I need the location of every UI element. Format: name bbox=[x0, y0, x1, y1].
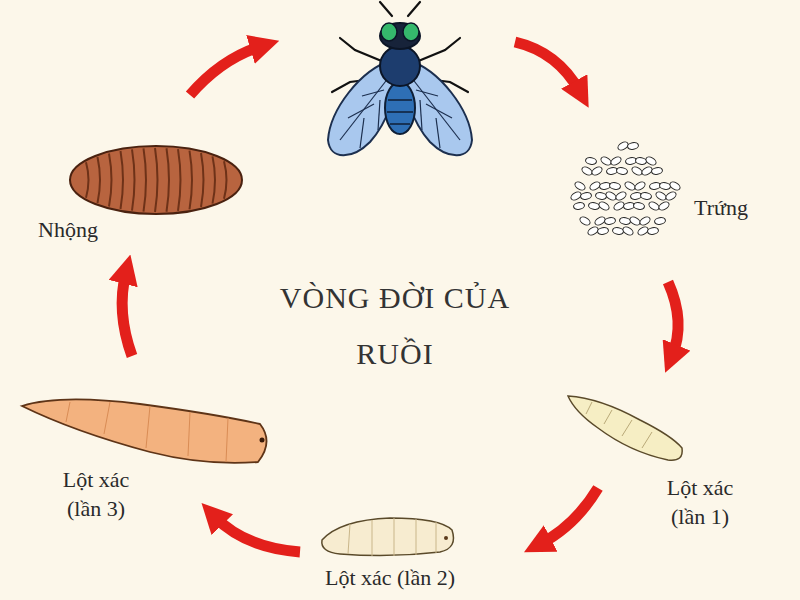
pupa-segment bbox=[213, 156, 216, 203]
pupa-segment bbox=[109, 154, 112, 207]
egg bbox=[619, 217, 631, 225]
egg bbox=[604, 217, 616, 225]
pupa-illustration bbox=[70, 146, 242, 214]
egg bbox=[585, 157, 597, 165]
egg bbox=[631, 165, 644, 176]
egg bbox=[595, 192, 607, 200]
pupa-segment bbox=[155, 148, 158, 212]
egg bbox=[633, 202, 645, 210]
pupa-segment bbox=[121, 151, 124, 209]
stage-label: Trứng bbox=[676, 194, 766, 223]
egg bbox=[580, 192, 592, 200]
egg bbox=[639, 215, 652, 226]
egg bbox=[612, 227, 624, 235]
pupa-segment bbox=[167, 148, 170, 211]
egg bbox=[615, 190, 628, 201]
egg bbox=[665, 190, 678, 201]
egg bbox=[609, 182, 621, 190]
egg bbox=[624, 180, 637, 191]
cycle-arrows bbox=[122, 42, 678, 552]
eggs-illustration bbox=[570, 140, 682, 236]
egg bbox=[647, 227, 659, 235]
cycle-arrow bbox=[214, 516, 300, 552]
stage-label: Lột xác (lần 2) bbox=[320, 564, 460, 593]
egg bbox=[598, 200, 611, 211]
pupa-segment bbox=[86, 162, 89, 198]
egg bbox=[635, 157, 647, 165]
egg bbox=[579, 215, 592, 226]
egg bbox=[581, 165, 594, 176]
larva-small bbox=[568, 396, 682, 460]
fly-illustration bbox=[328, 2, 472, 155]
cycle-arrow bbox=[515, 42, 580, 92]
egg bbox=[645, 155, 658, 166]
egg bbox=[616, 167, 628, 175]
egg bbox=[648, 200, 661, 211]
pupa-segment bbox=[132, 149, 135, 210]
egg bbox=[651, 167, 663, 175]
egg bbox=[658, 200, 671, 211]
stage-label: Nhộng bbox=[20, 216, 116, 245]
egg bbox=[610, 155, 623, 166]
egg bbox=[622, 225, 635, 236]
stage-label: Lột xác (lần 1) bbox=[648, 474, 752, 531]
pupa-segment bbox=[98, 157, 101, 203]
egg bbox=[640, 192, 652, 200]
egg bbox=[597, 227, 609, 235]
larva-large bbox=[22, 399, 267, 462]
cycle-arrow bbox=[540, 488, 598, 544]
pupa-segment bbox=[224, 161, 227, 199]
pupa-segment bbox=[190, 151, 193, 210]
egg bbox=[654, 217, 666, 225]
diagram-title: VÒNG ĐỜI CỦA RUỒI bbox=[245, 270, 545, 382]
cycle-arrow bbox=[122, 272, 132, 356]
egg bbox=[600, 155, 613, 166]
stage-label: Lột xác (lần 3) bbox=[44, 466, 148, 523]
egg bbox=[669, 180, 682, 191]
egg bbox=[605, 190, 618, 201]
pupa-segment bbox=[178, 149, 181, 211]
egg bbox=[573, 202, 585, 210]
egg bbox=[591, 165, 604, 176]
larva-medium bbox=[322, 518, 454, 556]
cycle-arrow bbox=[190, 46, 262, 95]
egg bbox=[659, 182, 671, 190]
cycle-arrow bbox=[668, 282, 678, 356]
pupa-segment bbox=[144, 148, 147, 211]
egg bbox=[655, 190, 668, 201]
egg bbox=[627, 142, 639, 150]
egg bbox=[574, 180, 587, 191]
egg bbox=[629, 215, 642, 226]
pupa-segment bbox=[201, 153, 204, 207]
egg bbox=[634, 180, 647, 191]
egg bbox=[588, 202, 600, 210]
